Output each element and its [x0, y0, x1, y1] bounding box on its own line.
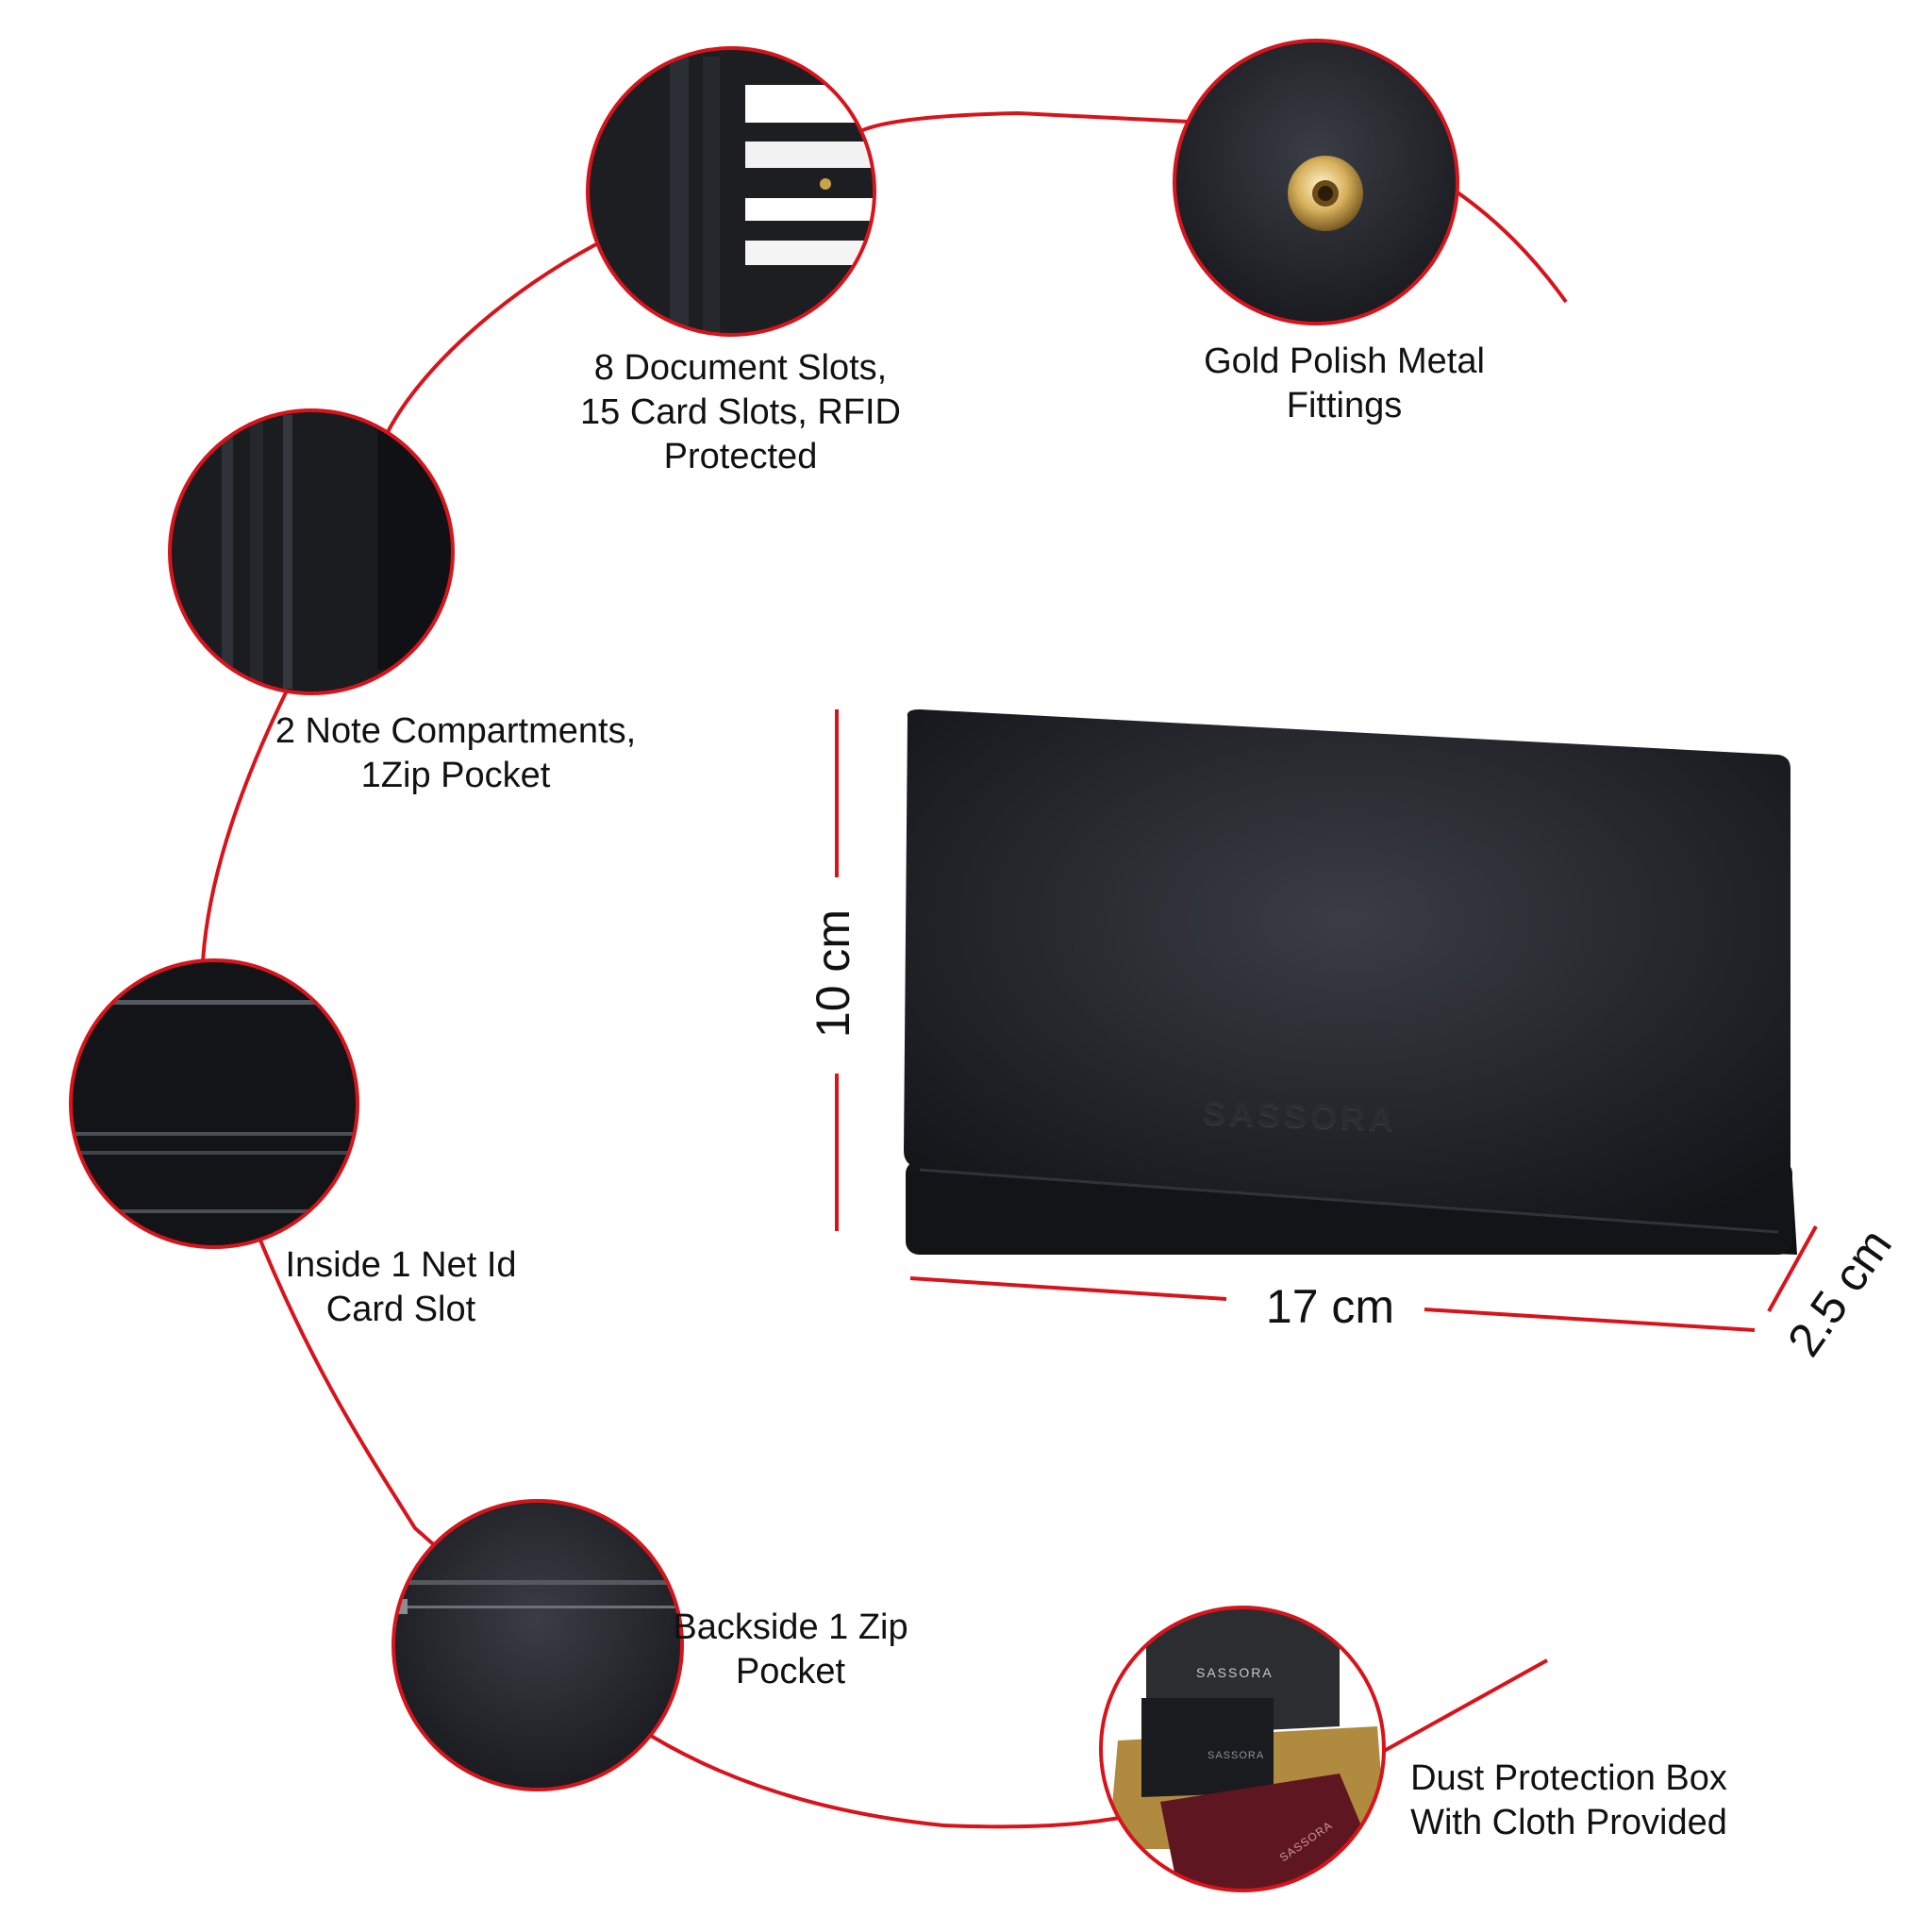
gold-button-closure-photo	[1174, 41, 1457, 324]
feature-line: Inside 1 Net Id	[285, 1245, 517, 1285]
width-line-left	[909, 1276, 1227, 1301]
feature-label-document-slots: 8 Document Slots, 15 Card Slots, RFID Pr…	[580, 346, 901, 479]
feature-line: 8 Document Slots,	[593, 348, 888, 388]
height-dimension-label: 10 cm	[807, 908, 859, 1039]
feature-line: 2 Note Compartments,	[275, 711, 637, 751]
width-dimension-label: 17 cm	[1265, 1280, 1395, 1333]
feature-line: 1Zip Pocket	[360, 756, 551, 795]
feature-line: Pocket	[735, 1652, 846, 1691]
feature-line: Protected	[663, 437, 818, 476]
feature-line: With Cloth Provided	[1410, 1803, 1727, 1842]
feature-label-note-compartments: 2 Note Compartments, 1Zip Pocket	[275, 709, 636, 798]
feature-line: Backside 1 Zip	[673, 1607, 908, 1647]
back-zip-pocket-photo	[393, 1501, 682, 1790]
box-brand-text: SASSORA	[1196, 1665, 1274, 1680]
connector-arc-path	[200, 110, 1568, 1829]
feature-line: 15 Card Slots, RFID	[580, 392, 901, 432]
feature-label-dust-box: Dust Protection Box With Cloth Provided	[1410, 1757, 1727, 1845]
depth-line	[1767, 1225, 1818, 1312]
feature-label-net-id-slot: Inside 1 Net Id Card Slot	[285, 1243, 516, 1332]
wallet-product-photo	[904, 709, 1797, 1255]
dimension-lines	[835, 709, 1818, 1332]
note-compartment-photo	[170, 410, 453, 693]
feature-line: Card Slot	[325, 1290, 476, 1329]
feature-label-backside-zip: Backside 1 Zip Pocket	[673, 1606, 908, 1694]
wallet-brand-emboss: SASSORA	[1202, 1092, 1398, 1139]
feature-line: Fittings	[1286, 386, 1403, 425]
width-line-right	[1424, 1307, 1756, 1332]
box-inner-brand-text: SASSORA	[1208, 1750, 1265, 1761]
feature-line: Dust Protection Box	[1410, 1758, 1727, 1798]
gift-box-cloth-photo	[1101, 1607, 1384, 1890]
feature-line: Gold Polish Metal	[1204, 341, 1485, 381]
inner-pockets-photo	[71, 960, 358, 1247]
feature-label-metal-fittings: Gold Polish Metal Fittings	[1204, 340, 1485, 428]
open-wallet-card-slots-photo	[588, 48, 874, 335]
